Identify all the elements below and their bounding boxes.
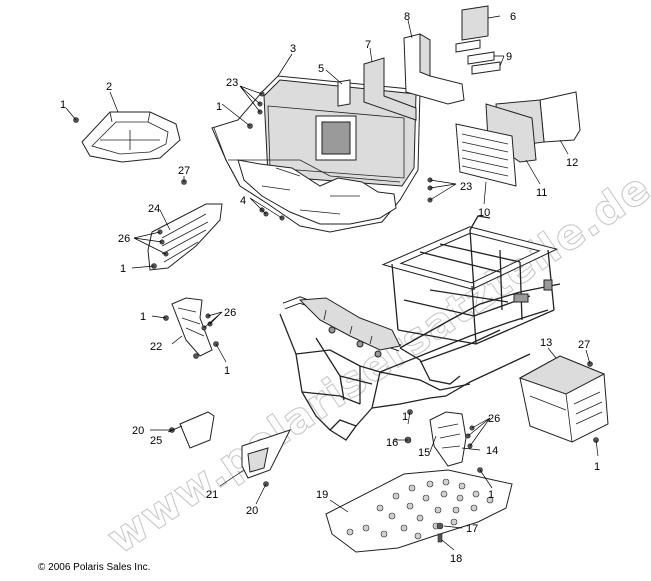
callout-26: 26 [488,413,500,425]
callout-3: 3 [290,43,296,55]
callout-1: 1 [224,365,230,377]
callout-23: 23 [226,77,238,89]
duct-part-22 [171,297,213,357]
callout-2: 2 [106,81,112,93]
callout-1: 1 [594,461,600,473]
callout-5: 5 [318,63,324,75]
callout-1: 1 [120,263,126,275]
copyright-text: © 2006 Polaris Sales Inc. [38,562,150,573]
foam-block-part-8 [403,33,465,105]
battery-box-part-13 [518,355,609,443]
callout-24: 24 [148,203,160,215]
callout-7: 7 [365,39,371,51]
panel-part-25 [179,411,215,449]
callout-19: 19 [316,489,328,501]
callout-20: 20 [132,425,144,437]
floor-panel-part-2 [81,111,181,163]
strips-part-9 [455,39,501,75]
callout-26: 26 [224,307,236,319]
callout-22: 22 [150,341,162,353]
pad-part-6 [461,5,489,41]
callout-12: 12 [566,157,578,169]
callout-14: 14 [486,445,498,457]
duct-part-14 [429,411,467,467]
leader-lines [65,15,599,551]
callout-11: 11 [536,187,547,199]
callout-1: 1 [488,489,494,501]
callout-10: 10 [478,207,490,219]
callout-23: 23 [460,181,472,193]
callout-labels: 1 2 3 1 23 5 7 8 6 9 12 11 10 23 4 27 24… [60,11,600,565]
callout-9: 9 [506,51,512,63]
callout-8: 8 [404,11,410,23]
skid-plate-part-19 [325,469,513,553]
callout-1: 1 [216,101,222,113]
callout-1: 1 [402,411,408,423]
callout-1: 1 [60,99,66,111]
callout-15: 15 [418,447,430,459]
callout-17: 17 [466,523,478,535]
callout-27: 27 [578,339,590,351]
grille-panel-part-10 [455,123,517,187]
callout-21: 21 [206,489,218,501]
callout-4: 4 [240,195,246,207]
pad-part-7 [363,57,417,121]
chassis-frame [279,215,561,441]
callout-26: 26 [118,233,130,245]
callout-18: 18 [450,553,462,565]
callout-16: 16 [386,437,398,449]
callout-25: 25 [150,435,162,447]
panel-part-21 [241,429,291,479]
callout-6: 6 [510,11,516,23]
callout-20: 20 [246,505,258,517]
bracket-part-5 [337,79,351,107]
callout-27: 27 [178,165,190,177]
callout-1: 1 [140,311,146,323]
callout-13: 13 [540,337,552,349]
